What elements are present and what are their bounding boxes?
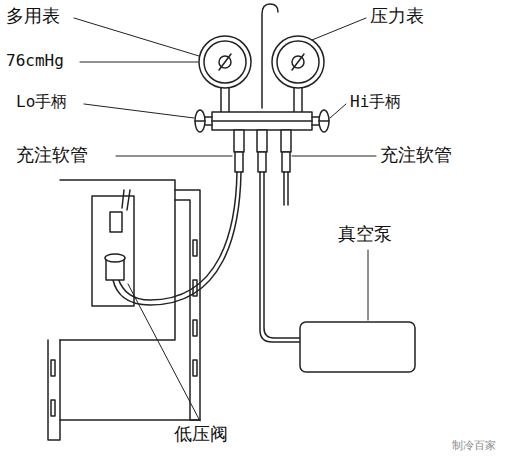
charge-hose bbox=[284, 172, 288, 205]
manifold-body bbox=[212, 112, 312, 130]
lo-handle bbox=[195, 110, 205, 132]
leader-lines bbox=[74, 18, 376, 421]
hi-handle bbox=[319, 110, 329, 132]
part-name: Hi手柄 bbox=[348, 93, 403, 111]
low-gauge bbox=[199, 36, 251, 88]
charge-hose bbox=[264, 172, 300, 338]
charge-hose bbox=[118, 172, 237, 300]
vacuum-pump bbox=[300, 322, 415, 372]
watermark: 制冷百家 bbox=[450, 440, 498, 453]
gauge-reading: 76cmHg bbox=[4, 52, 66, 70]
valve-panel bbox=[92, 196, 134, 306]
low-gauge-face bbox=[204, 41, 246, 83]
part-name: 真空泵 bbox=[336, 224, 394, 245]
part-name: Lo手柄 bbox=[14, 93, 69, 111]
part-name: 多用表 bbox=[4, 6, 62, 27]
part-name: 充注软管 bbox=[14, 145, 90, 166]
part-name: 压力表 bbox=[368, 6, 426, 27]
part-name: 低压阀 bbox=[172, 424, 230, 445]
charge-hose bbox=[260, 172, 300, 342]
charge-hose bbox=[113, 172, 241, 305]
gauge-symbol bbox=[219, 54, 231, 70]
gauge-symbol bbox=[292, 54, 304, 70]
high-gauge bbox=[272, 36, 324, 88]
part-name: 充注软管 bbox=[378, 145, 454, 166]
high-gauge-face bbox=[277, 41, 319, 83]
outdoor-unit bbox=[60, 180, 175, 340]
